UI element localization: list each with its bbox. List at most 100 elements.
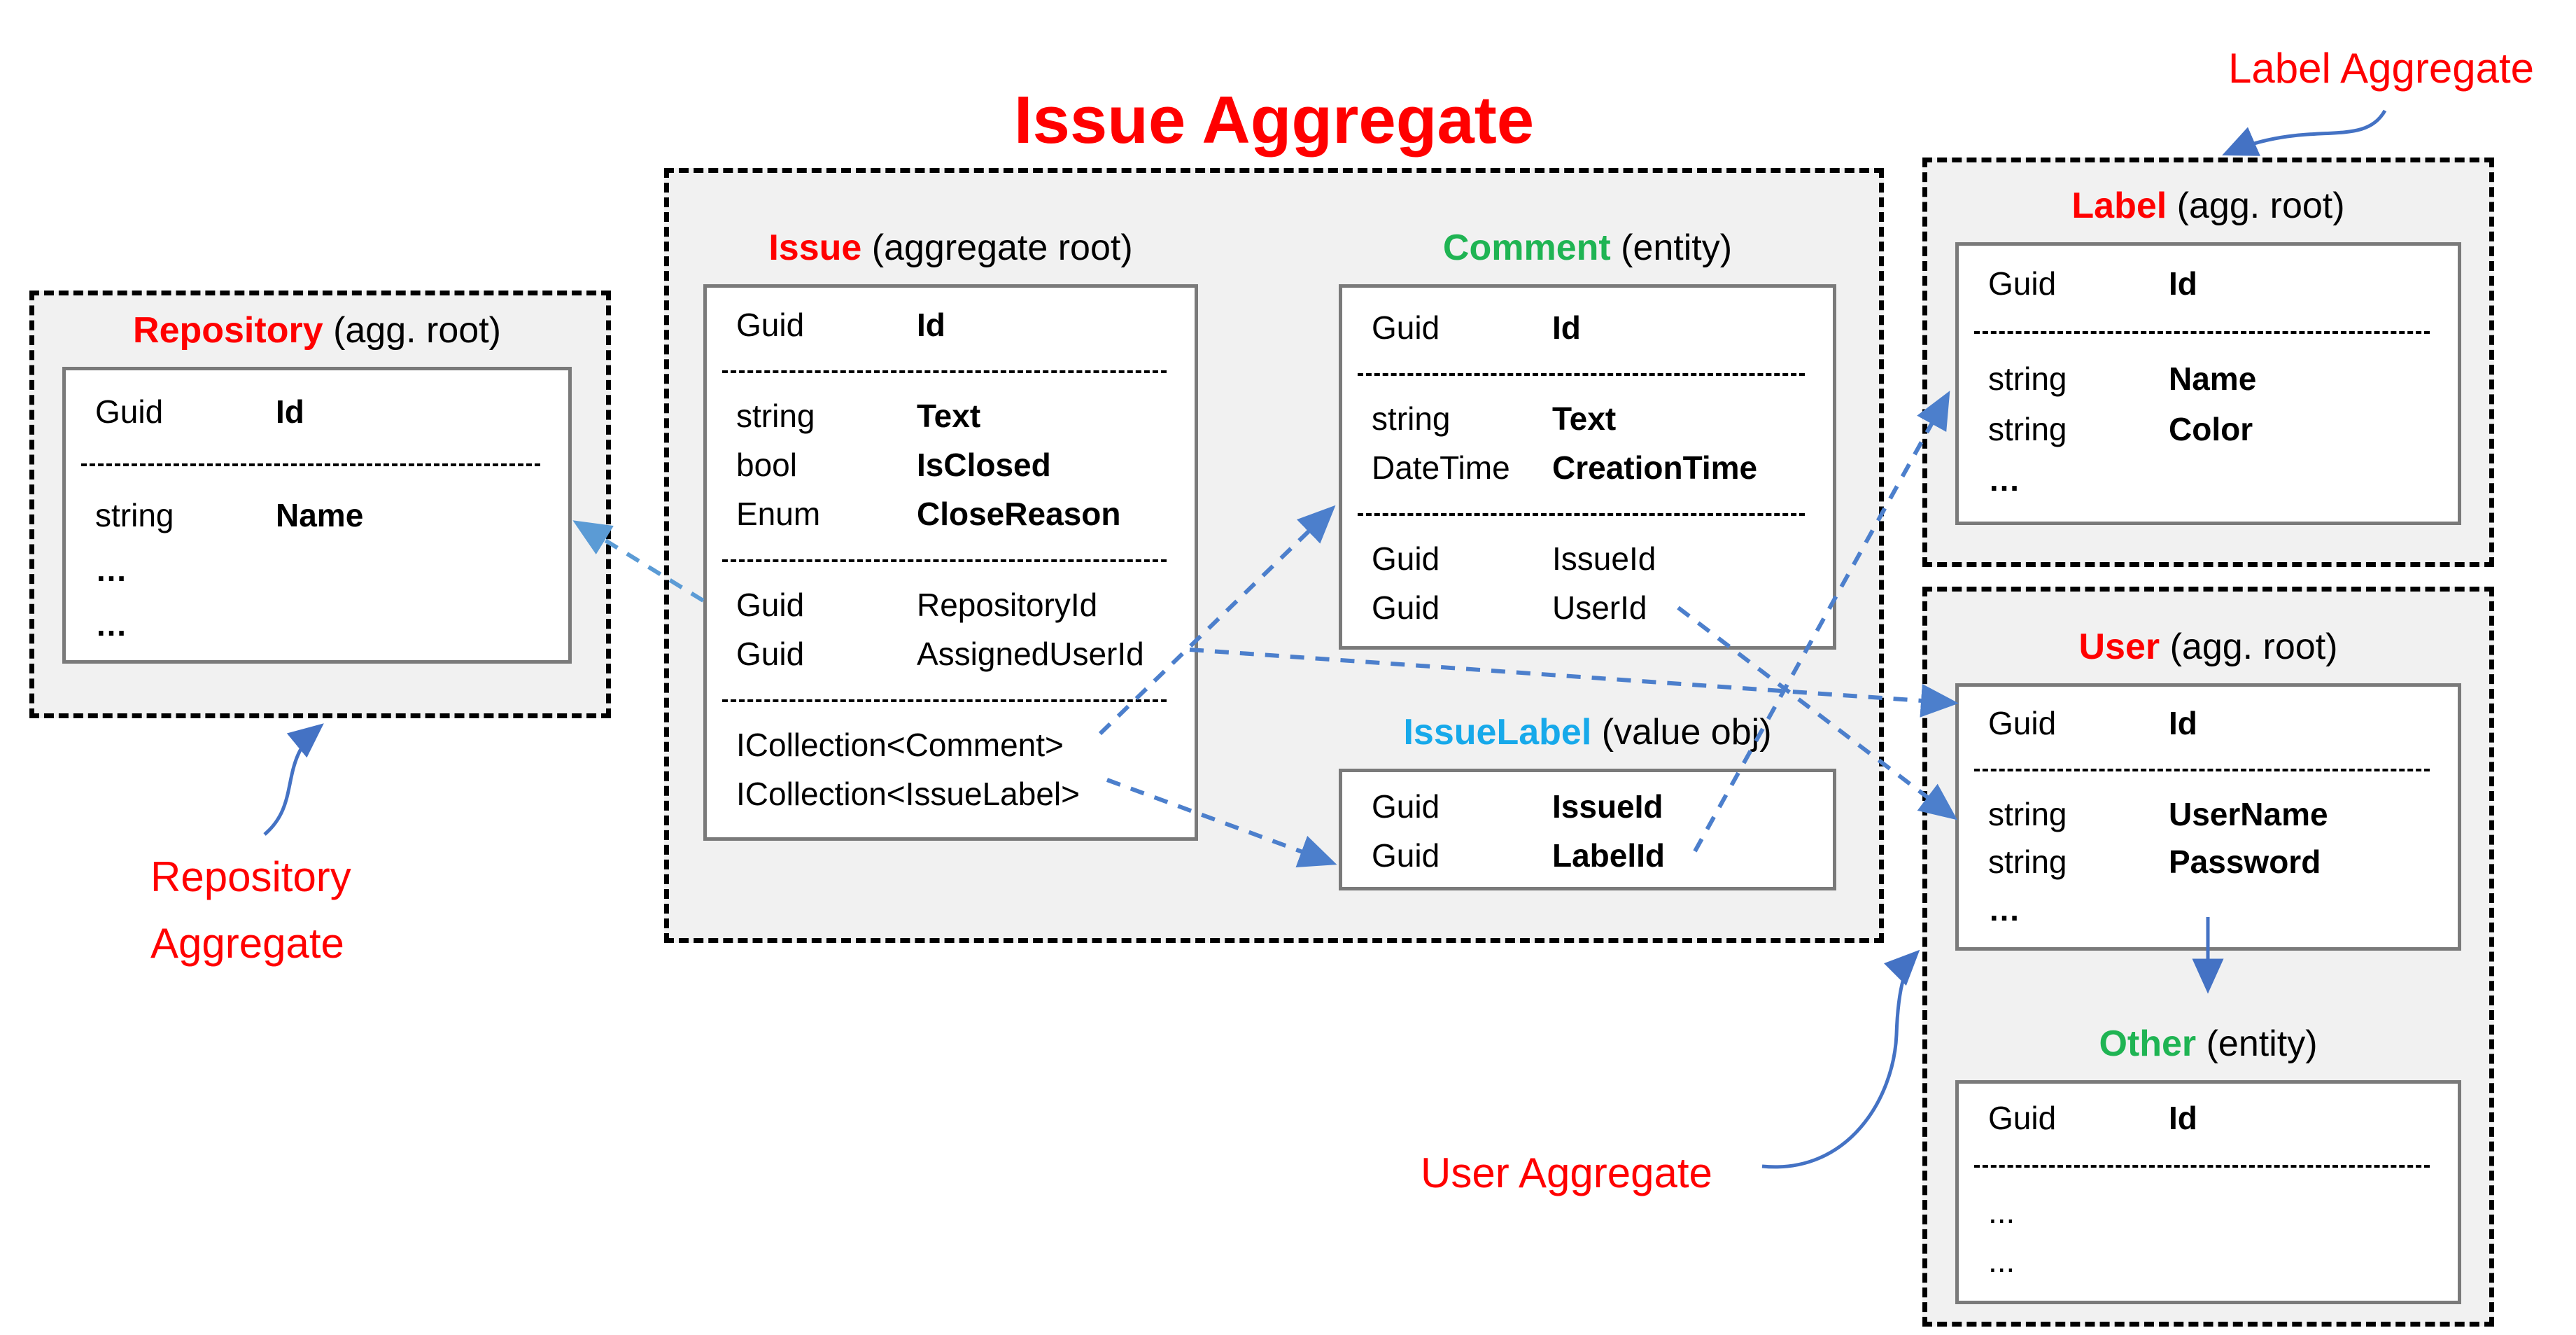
comment-separator-4 (1342, 492, 1833, 534)
repository-attr-name: Name (276, 497, 364, 533)
repository-attributes-box: Guid Id string Name … … (62, 367, 572, 664)
label-attr-name: Id (2169, 265, 2197, 302)
issue-aggregate-title: Issue Aggregate (1013, 83, 1535, 158)
user-row-Password: string Password (1959, 838, 2458, 886)
comment-separator-1 (1342, 352, 1833, 394)
user-title-name: User (2078, 627, 2160, 667)
issuelabel-attr-type: Guid (1372, 788, 1440, 825)
issue-separator-8 (707, 678, 1195, 720)
comment-title: Comment (entity) (1339, 223, 1836, 273)
label-separator-1 (1959, 309, 2458, 354)
repository-attr-type: string (95, 497, 174, 533)
note-line-1: Repository (150, 853, 351, 900)
repository-row-Name: string Name (66, 488, 568, 543)
other-attr-name: Id (2169, 1100, 2197, 1136)
issuelabel-attr-name: LabelId (1552, 837, 1666, 874)
other-separator-1 (1959, 1142, 2458, 1187)
issue-attr-type: bool (736, 447, 797, 483)
comment-attr-type: DateTime (1372, 449, 1510, 486)
repository-row-3: … (95, 552, 127, 588)
comment-attr-name: CreationTime (1552, 449, 1758, 486)
label-attr-type: string (1988, 411, 2067, 447)
comment-row-UserId: Guid UserId (1342, 583, 1833, 632)
other-title-suffix: (entity) (2196, 1023, 2318, 1064)
repository-attr-type: Guid (95, 393, 164, 430)
comment-row-CreationTime: DateTime CreationTime (1342, 443, 1833, 492)
issue-attr-name: IsClosed (917, 447, 1051, 483)
repository-title-suffix: (agg. root) (323, 310, 501, 351)
user-row-Id: Guid Id (1959, 699, 2458, 747)
other-row-3: ... (1988, 1243, 2015, 1279)
repository-attr-name: Id (276, 393, 304, 430)
issuelabel-attr-name: IssueId (1552, 788, 1663, 825)
other-attr-type: Guid (1988, 1100, 2057, 1136)
comment-attr-name: Id (1552, 309, 1581, 346)
user-attr-type: string (1988, 796, 2067, 832)
comment-attr-name: Text (1552, 400, 1617, 437)
label-row-Id: Guid Id (1959, 258, 2458, 309)
user-attr-type: Guid (1988, 705, 2057, 741)
entity-card-repository: Repository (agg. root) Guid Id string Name … … (62, 305, 572, 664)
label-row-Name: string Name (1959, 354, 2458, 404)
label-row-4: … (1988, 461, 2020, 498)
label-attr-name: Color (2169, 411, 2253, 447)
other-title: Other (entity) (1955, 1019, 2461, 1069)
label-attr-name: Name (2169, 361, 2257, 397)
issue-attr-name: AssignedUserId (917, 636, 1144, 672)
user-attr-name: Id (2169, 705, 2197, 741)
issue-row-10: ICollection<IssueLabel> (736, 776, 1080, 812)
issue-separator-5 (707, 538, 1195, 580)
user-separator-1 (1959, 747, 2458, 790)
label-aggregate-note: Label Aggregate (2227, 45, 2535, 92)
issue-attr-name: CloseReason (917, 496, 1121, 532)
arrow-note-user-aggregate (1761, 949, 1920, 1169)
repository-row-Id: Guid Id (66, 384, 568, 439)
issue-attr-type: Guid (736, 587, 805, 623)
label-title-name: Label (2071, 186, 2167, 226)
user-aggregate-note: User Aggregate (1421, 1149, 1712, 1196)
other-title-name: Other (2099, 1023, 2197, 1064)
issuelabel-attr-type: Guid (1372, 837, 1440, 874)
issue-separator-1 (707, 349, 1195, 391)
other-row-Id: Guid Id (1959, 1093, 2458, 1142)
comment-attr-name: UserId (1552, 589, 1647, 626)
issuelabel-row-LabelId: Guid LabelId (1342, 831, 1833, 880)
issue-row-9: ICollection<Comment> (736, 727, 1064, 763)
label-attr-type: Guid (1988, 265, 2057, 302)
issue-attr-name: RepositoryId (917, 587, 1098, 623)
user-title-suffix: (agg. root) (2160, 627, 2338, 667)
comment-attr-name: IssueId (1552, 540, 1656, 577)
repository-title-name: Repository (133, 310, 323, 351)
repository-aggregate-note: Repository Aggregate (150, 844, 351, 977)
issue-row-IsClosed: bool IsClosed (707, 440, 1195, 489)
label-title: Label (agg. root) (1955, 181, 2461, 231)
user-attr-name: Password (2169, 844, 2321, 880)
label-row-Color: string Color (1959, 404, 2458, 454)
issue-attr-name: Id (917, 307, 945, 343)
issue-title-suffix: (aggregate root) (861, 228, 1133, 268)
issue-attr-type: Guid (736, 636, 805, 672)
repository-row-4: … (95, 606, 127, 643)
user-title: User (agg. root) (1955, 622, 2461, 672)
comment-attr-type: Guid (1372, 589, 1440, 626)
repository-separator-1 (66, 439, 568, 488)
note-line-2: Aggregate (150, 920, 344, 967)
label-attr-type: string (1988, 361, 2067, 397)
repository-title: Repository (agg. root) (62, 305, 572, 356)
user-attr-type: string (1988, 844, 2067, 880)
issuelabel-title-suffix: (value obj) (1591, 712, 1772, 753)
arrow-note-repository-aggregate (263, 723, 324, 836)
